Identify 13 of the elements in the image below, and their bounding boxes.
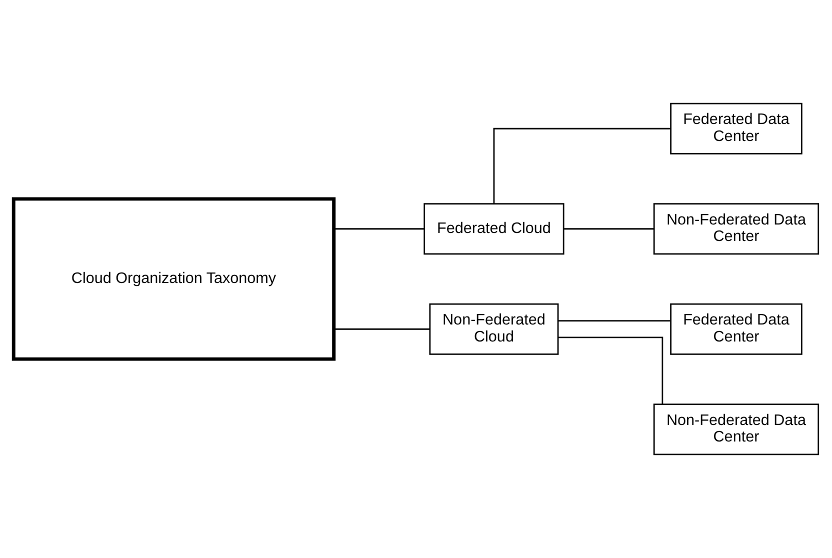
connector (564, 228, 654, 230)
connector (334, 228, 424, 230)
node-box: Cloud Organization Taxonomy (12, 197, 336, 361)
node-box: Non-Federated Data Center (653, 203, 820, 255)
connector (493, 128, 671, 204)
node-box: Non-Federated Cloud (429, 303, 559, 355)
connector (558, 320, 670, 322)
connector (334, 328, 430, 330)
node-box: Federated Data Center (670, 303, 802, 355)
node-box: Federated Data Center (670, 102, 802, 154)
node-box: Non-Federated Data Center (653, 404, 820, 456)
connector (558, 336, 664, 404)
node-box: Federated Cloud (424, 203, 564, 255)
